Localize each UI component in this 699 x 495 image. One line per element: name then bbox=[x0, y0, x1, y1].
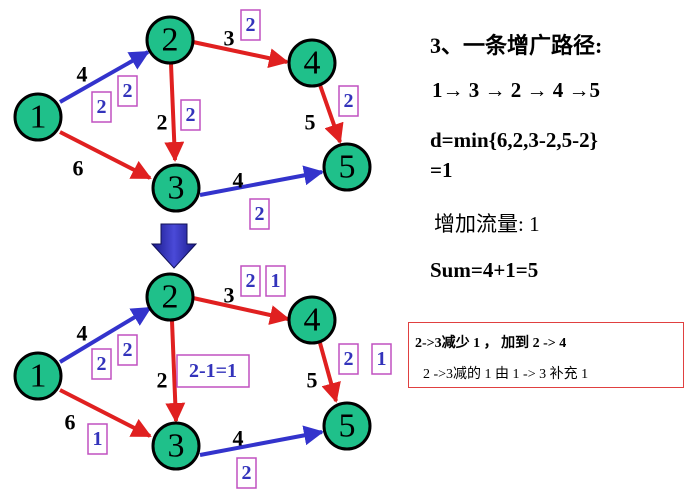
augmenting-path: 1→ 3 → 2 → 4 →5 bbox=[432, 78, 600, 102]
down-arrow bbox=[150, 223, 198, 269]
top-node-3: 3 bbox=[151, 163, 201, 213]
svg-text:1: 1 bbox=[30, 358, 47, 395]
svg-text:2: 2 bbox=[97, 353, 107, 375]
bottom-edge-2-3 bbox=[165, 320, 186, 423]
bottom-edge-1-3 bbox=[59, 388, 152, 438]
bottom-node-3: 3 bbox=[151, 421, 201, 471]
top-edge-3-5 bbox=[199, 165, 324, 197]
top-flow-2-4: 2 bbox=[240, 9, 261, 41]
bottom-flow-2-3: 2-1=1 bbox=[176, 354, 250, 388]
top-cap-3-5: 4 bbox=[233, 168, 244, 193]
top-edge-2-4 bbox=[192, 40, 289, 69]
svg-text:2-1=1: 2-1=1 bbox=[189, 360, 237, 382]
bottom-flow-4-5-b: 1 bbox=[371, 343, 392, 375]
svg-text:2: 2 bbox=[162, 22, 179, 59]
bottom-flow-3-5: 2 bbox=[236, 457, 257, 489]
bottom-cap-2-3: 2 bbox=[157, 368, 168, 393]
bottom-flow-2-4-a: 2 bbox=[240, 265, 261, 297]
bottom-edge-3-5 bbox=[199, 425, 324, 457]
top-cap-4-5: 5 bbox=[305, 110, 316, 135]
note-box: 2->3减少 1 ， 加到 2 -> 4 2 ->3减的 1 由 1 -> 3 … bbox=[408, 322, 684, 388]
bottom-graph: 4 6 3 2 5 4 2 2 1 2 1 2-1=1 2 1 2 1 2 3 … bbox=[13, 265, 392, 489]
top-graph: 4 6 3 2 5 4 2 2 2 2 2 2 1 2 3 4 5 bbox=[13, 9, 372, 230]
bottom-edge-2-4 bbox=[192, 296, 290, 325]
svg-text:3: 3 bbox=[168, 428, 185, 465]
heading: 3、一条增广路径: bbox=[430, 33, 603, 58]
bottom-node-4: 4 bbox=[287, 295, 337, 345]
bottom-flow-1-2-a: 2 bbox=[91, 348, 112, 380]
top-cap-1-3: 6 bbox=[73, 156, 84, 181]
bottom-cap-2-4: 3 bbox=[224, 283, 235, 308]
top-flow-3-5: 2 bbox=[249, 198, 270, 230]
svg-text:2: 2 bbox=[162, 279, 179, 316]
top-node-5: 5 bbox=[322, 142, 372, 192]
svg-text:2: 2 bbox=[344, 90, 354, 112]
svg-text:2: 2 bbox=[344, 348, 354, 370]
bottom-flow-1-2-b: 2 bbox=[117, 334, 138, 366]
top-edge-1-3 bbox=[59, 130, 152, 180]
top-node-2: 2 bbox=[145, 15, 195, 65]
svg-text:4: 4 bbox=[304, 302, 321, 339]
bottom-cap-1-3: 6 bbox=[65, 410, 76, 435]
svg-text:1: 1 bbox=[377, 348, 387, 370]
svg-text:2: 2 bbox=[186, 104, 196, 126]
svg-text:2: 2 bbox=[242, 462, 252, 484]
svg-text:1: 1 bbox=[30, 99, 47, 136]
sum-line: Sum=4+1=5 bbox=[430, 258, 539, 282]
svg-text:3: 3 bbox=[168, 170, 185, 207]
bottom-flow-2-4-b: 1 bbox=[265, 265, 286, 297]
svg-text:4: 4 bbox=[304, 45, 321, 82]
top-node-4: 4 bbox=[287, 38, 337, 88]
bottom-cap-3-5: 4 bbox=[233, 426, 244, 451]
top-cap-1-2: 4 bbox=[77, 62, 88, 87]
svg-text:2: 2 bbox=[123, 80, 133, 102]
svg-text:2: 2 bbox=[123, 339, 133, 361]
bottom-cap-1-2: 4 bbox=[77, 321, 88, 346]
bottom-flow-1-3: 1 bbox=[87, 423, 108, 455]
top-flow-1-2-a: 2 bbox=[91, 91, 112, 123]
svg-text:5: 5 bbox=[339, 408, 356, 445]
top-flow-1-2-b: 2 bbox=[117, 75, 138, 107]
svg-text:2: 2 bbox=[97, 96, 107, 118]
bottom-edge-1-2 bbox=[58, 306, 152, 364]
bottom-node-2: 2 bbox=[145, 272, 195, 322]
top-flow-2-3: 2 bbox=[180, 99, 201, 131]
top-cap-2-3: 2 bbox=[157, 110, 168, 135]
note-line-1: 2->3减少 1 ， 加到 2 -> 4 bbox=[415, 336, 567, 351]
d-result: =1 bbox=[430, 158, 453, 182]
bottom-node-5: 5 bbox=[322, 401, 372, 451]
svg-text:2: 2 bbox=[246, 270, 256, 292]
top-edge-4-5 bbox=[318, 84, 344, 144]
svg-text:1: 1 bbox=[271, 270, 281, 292]
bottom-edge-4-5 bbox=[318, 342, 341, 403]
svg-text:1: 1 bbox=[93, 428, 103, 450]
bottom-node-1: 1 bbox=[13, 351, 63, 401]
top-node-1: 1 bbox=[13, 92, 63, 142]
svg-text:5: 5 bbox=[339, 149, 356, 186]
svg-text:2: 2 bbox=[246, 14, 256, 36]
svg-text:2: 2 bbox=[255, 203, 265, 225]
d-formula: d=min{6,2,3-2,5-2} bbox=[430, 128, 598, 152]
top-flow-4-5: 2 bbox=[338, 85, 359, 117]
top-edge-1-2 bbox=[59, 50, 150, 104]
note-line-2: 2 ->3减的 1 由 1 -> 3 补充 1 bbox=[423, 367, 589, 382]
increase-flow: 增加流量: 1 bbox=[434, 212, 540, 236]
bottom-flow-4-5-a: 2 bbox=[338, 343, 359, 375]
bottom-cap-4-5: 5 bbox=[307, 368, 318, 393]
top-cap-2-4: 3 bbox=[224, 26, 235, 51]
top-edge-2-3 bbox=[164, 63, 185, 162]
